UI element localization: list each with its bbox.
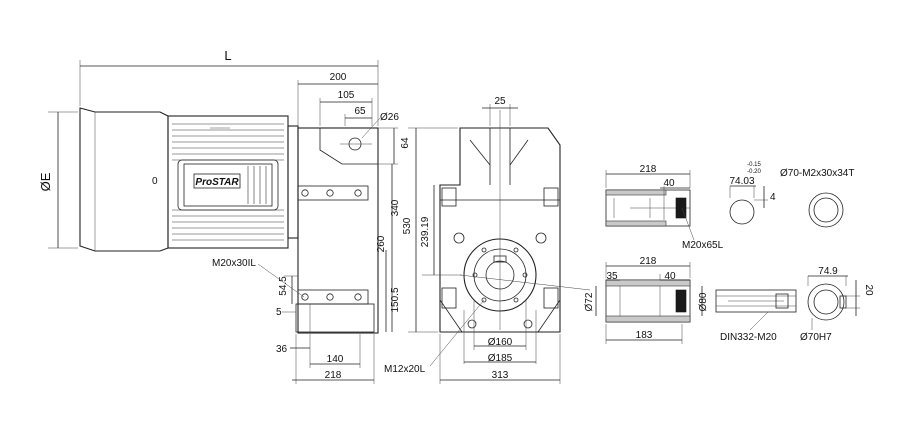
dim-218-side: 218 [325,370,342,381]
dim-bore-80: Ø80 [698,292,709,311]
dim-pcd-160: Ø160 [488,337,513,348]
dim-140: 140 [327,354,344,365]
dim-530: 530 [402,217,413,234]
gearbox-front-view [439,110,591,333]
front-view-dimensions: 25 530 239.19 M12x20L Ø160 Ø185 313 [384,96,561,384]
motor-center-mark: 0 [152,176,158,187]
gearbox-side-view [295,127,379,334]
thread-note-m20x65l: M20x65L [682,240,724,251]
bolt-note-m12x20l: M12x20L [384,364,426,375]
dim-key-4: 4 [770,192,776,203]
bore-note: Ø70H7 [800,332,832,343]
dim-200: 200 [330,72,347,83]
side-view-dimensions: L ØE 200 105 65 Ø26 64 340 260 150 [38,48,411,384]
dim-36: 36 [276,344,288,355]
motor-side-view [79,107,299,252]
dim-64: 64 [400,137,411,149]
bolt-note-m20x30il: M20x30IL [212,258,256,269]
brand-logo-text: ProSTAR [195,177,239,188]
dim-218-solid: 218 [640,164,657,175]
dim-overall-length: L [224,48,231,63]
brand-nameplate: ProSTAR [193,173,241,189]
dim-key-20: 20 [863,284,874,296]
dim-35: 35 [606,271,618,282]
dim-motor-diameter: ØE [38,172,53,191]
dim-105: 105 [338,90,355,101]
dim-260: 260 [376,235,387,252]
dim-25: 25 [494,96,506,107]
din-note: DIN332-M20 [720,332,777,343]
tol-upper: -0.15 [747,162,761,168]
dim-hole-diameter-26: Ø26 [380,112,399,123]
dim-340: 340 [390,199,401,216]
tol-lower: -0.20 [747,169,761,175]
solid-shaft-detail: 218 40 M20x65L 74.03 -0.15 -0.20 4 Ø70-M… [605,162,854,251]
dim-40-solid: 40 [663,178,675,189]
dim-183: 183 [636,330,653,341]
dim-key-depth-74-03: 74.03 [729,176,754,187]
dim-150-5: 150.5 [390,287,401,312]
dim-flange-185: Ø185 [488,353,513,364]
dim-bore-72: Ø72 [584,292,595,311]
dim-313: 313 [492,370,509,381]
dim-65: 65 [354,106,366,117]
dim-239-19: 239.19 [420,216,431,247]
dim-40-hollow: 40 [664,271,676,282]
dim-54-5: 54.5 [278,276,289,296]
spline-note: Ø70-M2x30x34T [780,168,854,179]
dim-key-depth-74-9: 74.9 [818,266,838,277]
hollow-shaft-detail: 218 35 40 Ø72 Ø80 183 DIN332-M20 74.9 [584,256,874,344]
dim-5: 5 [276,307,282,318]
dim-218-hollow: 218 [640,256,657,267]
